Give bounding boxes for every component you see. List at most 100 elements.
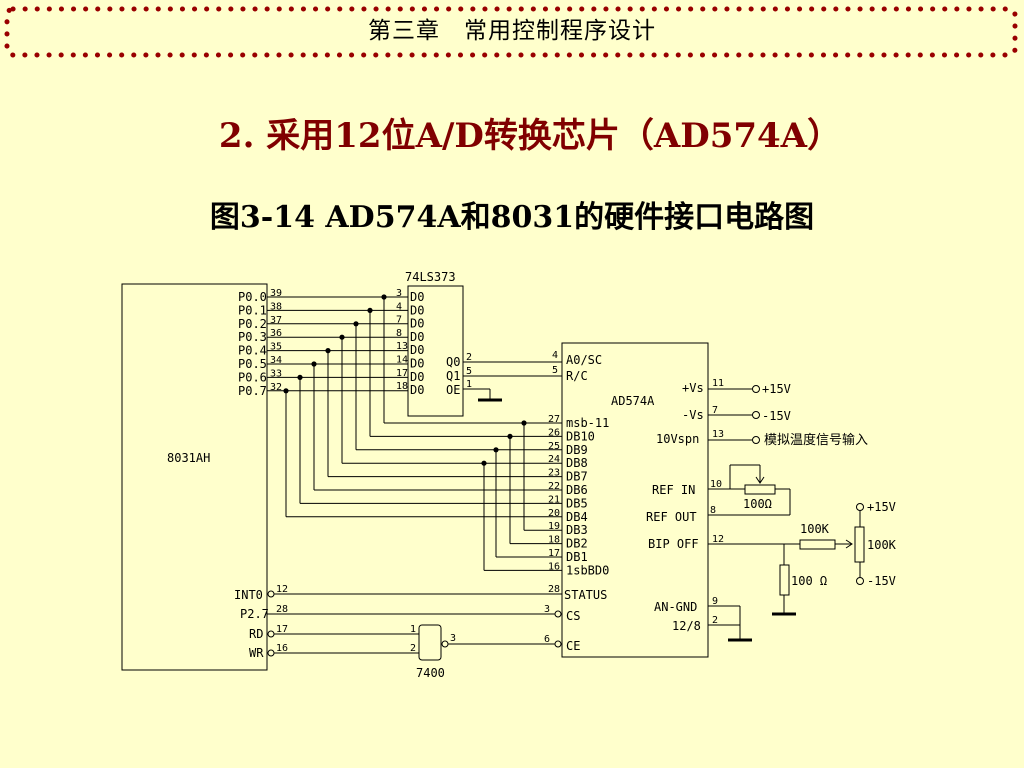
adc-data-label: msb-11 bbox=[566, 416, 609, 430]
p0-label: P0.0 bbox=[238, 290, 267, 304]
data-bus-wires bbox=[267, 296, 562, 571]
chip-8031-body bbox=[121, 283, 268, 671]
latch-d-pin: 7 bbox=[396, 315, 402, 326]
a0sc-pin: 4 bbox=[552, 350, 558, 361]
adc-data-label: DB10 bbox=[566, 429, 595, 443]
gate-7400-label: 7400 bbox=[416, 666, 445, 680]
junction-dot bbox=[311, 361, 317, 367]
cs-pin: 3 bbox=[544, 604, 550, 615]
v10-pin: 13 bbox=[712, 429, 724, 440]
chip-8031-label: 8031AH bbox=[167, 451, 210, 465]
adc-data-pin: 20 bbox=[548, 508, 560, 519]
latch-d-label: D0 bbox=[410, 330, 424, 344]
p0-pin: 32 bbox=[270, 382, 282, 393]
junction-dot bbox=[297, 374, 303, 380]
w128-label: 12/8 bbox=[672, 619, 701, 633]
adc-data-pin: 27 bbox=[548, 414, 560, 425]
chip-ad574a-label: AD574A bbox=[611, 394, 655, 408]
adc-data-labels: msb-1127DB1026DB925DB824DB723DB622DB521D… bbox=[548, 414, 609, 577]
adc-data-pin: 23 bbox=[548, 468, 560, 479]
gate-7400-body bbox=[418, 624, 442, 661]
a0sc-label: A0/SC bbox=[566, 353, 602, 367]
oe-pin: 1 bbox=[466, 379, 472, 390]
adc-data-label: DB6 bbox=[566, 483, 588, 497]
adc-data-pin: 16 bbox=[548, 561, 560, 572]
p27-pin: 28 bbox=[276, 604, 288, 615]
p0-pin: 37 bbox=[270, 315, 282, 326]
wr-pin: 16 bbox=[276, 643, 288, 654]
junction-dot bbox=[367, 307, 373, 313]
p0-pin: 36 bbox=[270, 328, 282, 339]
gate-out-pin: 3 bbox=[450, 633, 456, 644]
gate-in1-pin: 1 bbox=[410, 624, 416, 635]
adc-data-pin: 22 bbox=[548, 481, 560, 492]
p0-label: P0.1 bbox=[238, 303, 267, 317]
latch-d-label: D0 bbox=[410, 303, 424, 317]
latch-d-label: D0 bbox=[410, 317, 424, 331]
gate-in2-pin: 2 bbox=[410, 643, 416, 654]
plus15-label-b: +15V bbox=[867, 500, 896, 514]
adc-data-pin: 19 bbox=[548, 521, 560, 532]
status-label: STATUS bbox=[564, 588, 607, 602]
adc-data-label: DB2 bbox=[566, 537, 588, 551]
vplus-pin: 11 bbox=[712, 378, 724, 389]
latch-d-pin: 14 bbox=[396, 355, 408, 366]
status-pin: 28 bbox=[548, 584, 560, 595]
minus15-label-b: -15V bbox=[867, 574, 896, 588]
refin-pin: 10 bbox=[710, 479, 722, 490]
p0-label: P0.4 bbox=[238, 344, 267, 358]
adc-data-pin: 18 bbox=[548, 535, 560, 546]
bus-junction-dots bbox=[283, 294, 527, 466]
dotted-header-frame bbox=[4, 6, 1018, 58]
latch-d-label: D0 bbox=[410, 343, 424, 357]
junction-dot bbox=[283, 388, 289, 394]
adc-data-label: DB7 bbox=[566, 470, 588, 484]
r100k-label: 100K bbox=[800, 522, 830, 536]
r100-bip-label: 100 Ω bbox=[791, 574, 827, 588]
latch-d-pin: 18 bbox=[396, 381, 408, 392]
chapter-header: 第三章 常用控制程序设计 bbox=[368, 18, 656, 44]
p0-label: P0.7 bbox=[238, 384, 267, 398]
bipoff-pin: 12 bbox=[712, 534, 724, 545]
adc-data-pin: 26 bbox=[548, 427, 560, 438]
oe-label: OE bbox=[446, 383, 460, 397]
cs-label: CS bbox=[566, 609, 580, 623]
vminus-label: -Vs bbox=[682, 408, 704, 422]
v10-label: 10Vspn bbox=[656, 432, 699, 446]
q0-pin: 2 bbox=[466, 352, 472, 363]
refin-label: REF IN bbox=[652, 483, 695, 497]
w128-pin: 2 bbox=[712, 615, 718, 626]
p0-label: P0.6 bbox=[238, 370, 267, 384]
latch-d-pin: 4 bbox=[396, 301, 402, 312]
pot100k-label: 100K bbox=[867, 538, 897, 552]
junction-dot bbox=[381, 294, 387, 300]
chip-ad574a-body bbox=[561, 342, 709, 658]
latch-d-label: D0 bbox=[410, 290, 424, 304]
p0-label: P0.2 bbox=[238, 317, 267, 331]
latch-d-pin: 8 bbox=[396, 328, 402, 339]
p0-pin: 39 bbox=[270, 288, 282, 299]
q1-label: Q1 bbox=[446, 369, 460, 383]
adc-data-pin: 25 bbox=[548, 441, 560, 452]
p0-label: P0.3 bbox=[238, 330, 267, 344]
rc-label: R/C bbox=[566, 369, 588, 383]
ce-pin: 6 bbox=[544, 634, 550, 645]
p0-pin: 38 bbox=[270, 301, 282, 312]
latch-d-label: D0 bbox=[410, 357, 424, 371]
p0-pin: 33 bbox=[270, 368, 282, 379]
vminus-pin: 7 bbox=[712, 405, 718, 416]
adc-data-pin: 21 bbox=[548, 494, 560, 505]
adc-data-label: DB8 bbox=[566, 456, 588, 470]
junction-dot bbox=[481, 460, 487, 466]
wr-label: WR bbox=[249, 646, 264, 660]
analog-input-label: 模拟温度信号输入 bbox=[764, 432, 868, 448]
p0-pin: 35 bbox=[270, 342, 282, 353]
adc-data-label: DB3 bbox=[566, 523, 588, 537]
adc-data-pin: 24 bbox=[548, 454, 560, 465]
adc-data-label: 1sbBD0 bbox=[566, 563, 609, 577]
rd-pin: 17 bbox=[276, 624, 288, 635]
chip-74ls373-label: 74LS373 bbox=[405, 270, 456, 284]
r100-ref-label: 100Ω bbox=[743, 497, 772, 511]
